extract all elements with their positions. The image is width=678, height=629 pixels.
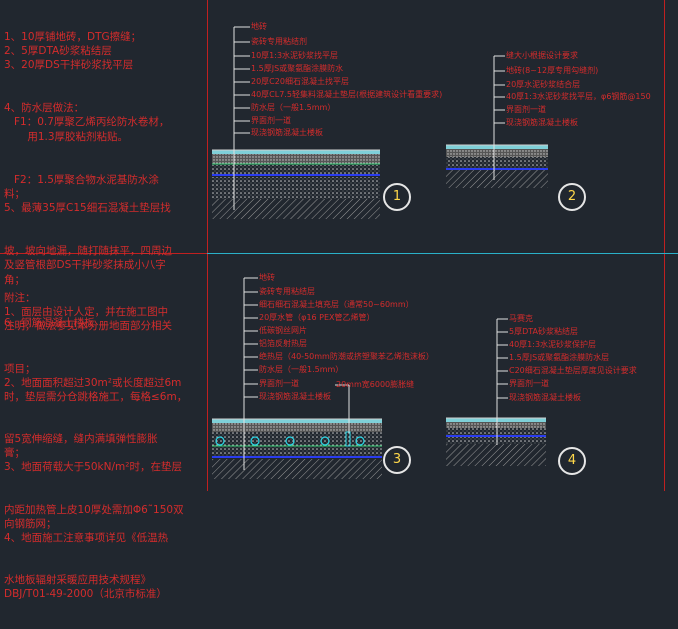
detail2-label: 地砖(8~12厚专用勾缝剂) xyxy=(506,66,599,75)
detail1-label: 地砖 xyxy=(251,22,267,31)
detail1-label: 现浇钢筋混凝土楼板 xyxy=(251,128,323,137)
detail1-label: 防水层（一般1.5mm） xyxy=(251,103,336,112)
detail1-label: 界面剂一道 xyxy=(251,116,291,125)
detail4-label: 1.5厚JS或聚氨酯涂膜防水层 xyxy=(509,353,610,362)
detail-number-4: 4 xyxy=(558,447,586,475)
detail3-label: 地砖 xyxy=(259,273,275,282)
frame-divider-middle-cyan xyxy=(207,253,678,254)
leader-lines-detail-2 xyxy=(493,55,505,180)
detail3-label: 瓷砖专用粘结层 xyxy=(259,287,315,296)
detail2-label: 现浇钢筋混凝土楼板 xyxy=(506,118,578,127)
frame-divider-middle xyxy=(0,253,207,254)
section-detail-3 xyxy=(212,418,382,479)
detail3-label: 细石细石混凝土填充层（通常50~60mm） xyxy=(259,300,414,309)
detail3-side-label: 20mm宽6000膨胀缝 xyxy=(336,380,415,389)
detail3-label: 现浇钢筋混凝土楼板 xyxy=(259,392,331,401)
detail2-label: 40厚1:3水泥砂浆找平层，φ6钢筋@150 xyxy=(506,92,651,101)
detail-number-2: 2 xyxy=(558,183,586,211)
section-detail-4 xyxy=(446,417,546,466)
detail3-label: 低碳钢丝网片 xyxy=(259,326,307,335)
detail4-label: 5厚DTA砂浆粘结层 xyxy=(509,327,578,336)
detail3-label: 防水层（一般1.5mm） xyxy=(259,365,344,374)
detail1-label: 10厚1:3水泥砂浆找平层 xyxy=(251,51,339,60)
detail-number-1: 1 xyxy=(383,183,411,211)
detail3-label: 界面剂一道 xyxy=(259,379,299,388)
leader-lines-detail-1 xyxy=(233,26,250,210)
detail1-label: 瓷砖专用粘结剂 xyxy=(251,37,307,46)
detail4-label: 马赛克 xyxy=(509,314,533,323)
detail2-label: 缝大小根据设计要求 xyxy=(506,51,578,60)
leader-lines-detail-4 xyxy=(496,318,508,445)
detail2-label: 20厚水泥砂浆结合层 xyxy=(506,80,581,89)
detail1-label: 1.5厚JS或聚氨酯涂膜防水 xyxy=(251,64,344,73)
detail-number-3: 3 xyxy=(383,446,411,474)
section-detail-1 xyxy=(212,149,380,219)
leader-lines-detail-3 xyxy=(243,277,350,470)
detail4-label: 40厚1:3水泥砂浆保护层 xyxy=(509,340,597,349)
frame-divider-right xyxy=(664,0,665,491)
detail1-label: 20厚C20细石混凝土找平层 xyxy=(251,77,349,86)
detail2-label: 界面剂一道 xyxy=(506,105,546,114)
detail3-label: 20厚水管（φ16 PEX管乙烯管） xyxy=(259,313,375,322)
detail4-label: 界面剂一道 xyxy=(509,379,549,388)
detail3-label: 绝热层（40-50mm防潮或挤塑聚苯乙烯泡沫板） xyxy=(259,352,434,361)
detail4-label: C20细石混凝土垫层厚度见设计要求 xyxy=(509,366,637,375)
section-detail-2 xyxy=(446,144,548,188)
frame-divider-left xyxy=(207,0,208,491)
detail1-label: 40厚CL7.5轻集料混凝土垫层(根据建筑设计看重要求) xyxy=(251,90,443,99)
detail4-label: 现浇钢筋混凝土楼板 xyxy=(509,393,581,402)
detail3-label: 铝箔反射热层 xyxy=(259,339,307,348)
section-drawings xyxy=(212,26,548,479)
